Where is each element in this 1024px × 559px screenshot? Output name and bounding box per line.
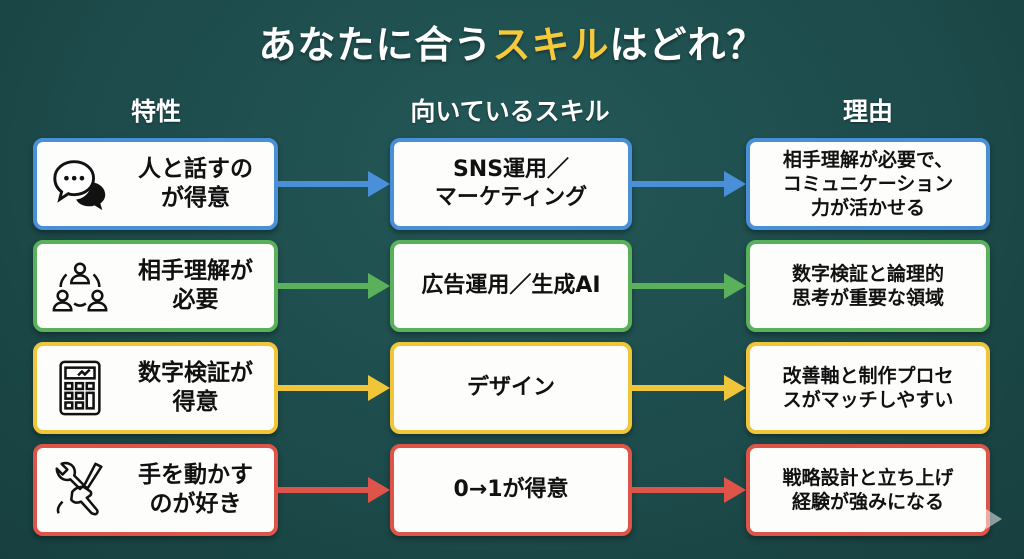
reason-box: 改善軸と制作プロセスがマッチしやすい xyxy=(746,342,990,434)
arrow-head xyxy=(724,273,746,299)
title-suffix: はどれ？ xyxy=(609,23,766,67)
trait-line: が得意 xyxy=(161,185,230,211)
arrow-shaft xyxy=(278,283,370,289)
people-network-icon xyxy=(49,255,111,317)
column-header-reason: 理由 xyxy=(842,97,893,126)
arrow-shaft xyxy=(632,181,726,187)
reason-text: 改善軸と制作プロセスがマッチしやすい xyxy=(782,364,953,413)
arrow-icon xyxy=(632,477,746,503)
skill-line: 0→1が得意 xyxy=(453,476,569,502)
arrow-icon xyxy=(278,375,390,401)
skill-line: SNS運用／ xyxy=(452,156,570,182)
arrow-head xyxy=(724,171,746,197)
arrow-head xyxy=(368,477,390,503)
skill-line: 広告運用／生成AI xyxy=(421,272,601,298)
arrow-shaft xyxy=(632,283,726,289)
arrow-icon xyxy=(632,171,746,197)
play-icon xyxy=(986,509,1002,529)
trait-line: のが好き xyxy=(149,491,242,517)
calculator-icon xyxy=(49,357,111,419)
skill-box: SNS運用／ マーケティング xyxy=(390,138,632,230)
arrow-icon xyxy=(278,477,390,503)
arrow-head xyxy=(368,171,390,197)
skill-text: 0→1が得意 xyxy=(453,476,568,504)
arrow-head xyxy=(724,375,746,401)
skill-box: 0→1が得意 xyxy=(390,444,632,536)
arrow-head xyxy=(368,273,390,299)
trait-text: 数字検証が得意 xyxy=(117,359,274,418)
column-header-skill: 向いているスキル xyxy=(410,97,610,126)
arrow-icon xyxy=(278,273,390,299)
arrow-shaft xyxy=(278,385,370,391)
skill-text: SNS運用／ マーケティング xyxy=(435,156,587,212)
title-highlight: スキル xyxy=(492,23,610,67)
trait-line: 得意 xyxy=(172,389,219,415)
page-title: あなたに合うスキルはどれ？ xyxy=(0,14,1024,69)
skill-box: デザイン xyxy=(390,342,632,434)
skill-text: 広告運用／生成AI xyxy=(421,272,600,300)
trait-line: 手を動かす xyxy=(138,461,253,488)
reason-text: 相手理解が必要で、コミュニケーション力が活かせる xyxy=(783,148,954,221)
trait-line: 相手理解が xyxy=(138,257,253,284)
trait-text: 手を動かすのが好き xyxy=(117,461,274,520)
skill-line: マーケティング xyxy=(434,185,588,210)
trait-box: 手を動かすのが好き xyxy=(33,444,278,536)
arrow-shaft xyxy=(632,487,726,493)
reason-line: コミュニケーション xyxy=(782,172,954,195)
reason-line: スがマッチしやすい xyxy=(782,389,954,411)
reason-line: 数字検証と論理的 xyxy=(791,262,944,285)
arrow-shaft xyxy=(278,181,370,187)
arrow-head xyxy=(368,375,390,401)
trait-line: 必要 xyxy=(172,287,219,313)
reason-line: 経験が強みになる xyxy=(791,491,944,513)
skill-text: デザイン xyxy=(467,374,555,402)
trait-line: 数字検証が xyxy=(138,359,253,386)
reason-text: 数字検証と論理的思考が重要な領域 xyxy=(792,262,944,311)
column-header-trait: 特性 xyxy=(130,97,181,126)
arrow-shaft xyxy=(632,385,726,391)
arrow-icon xyxy=(632,273,746,299)
reason-line: 戦略設計と立ち上げ xyxy=(782,466,954,489)
reason-line: 力が活かせる xyxy=(810,197,925,220)
arrow-shaft xyxy=(278,487,370,493)
reason-box: 相手理解が必要で、コミュニケーション力が活かせる xyxy=(746,138,990,230)
trait-box: 数字検証が得意 xyxy=(33,342,278,434)
reason-line: 相手理解が必要で、 xyxy=(782,148,954,171)
reason-box: 数字検証と論理的思考が重要な領域 xyxy=(746,240,990,332)
arrow-head xyxy=(724,477,746,503)
trait-text: 人と話すのが得意 xyxy=(117,155,274,214)
tools-icon xyxy=(49,459,111,521)
title-prefix: あなたに合う xyxy=(258,23,493,67)
chat-bubbles-icon xyxy=(49,153,111,215)
arrow-icon xyxy=(278,171,390,197)
trait-box: 人と話すのが得意 xyxy=(33,138,278,230)
trait-line: 人と話すの xyxy=(138,155,253,182)
reason-box: 戦略設計と立ち上げ経験が強みになる xyxy=(746,444,990,536)
reason-line: 改善軸と制作プロセ xyxy=(782,364,954,387)
skill-box: 広告運用／生成AI xyxy=(390,240,632,332)
skill-line: デザイン xyxy=(466,374,555,400)
trait-text: 相手理解が必要 xyxy=(117,257,274,316)
reason-line: 思考が重要な領域 xyxy=(791,287,944,309)
reason-text: 戦略設計と立ち上げ経験が強みになる xyxy=(782,466,953,515)
arrow-icon xyxy=(632,375,746,401)
trait-box: 相手理解が必要 xyxy=(33,240,278,332)
